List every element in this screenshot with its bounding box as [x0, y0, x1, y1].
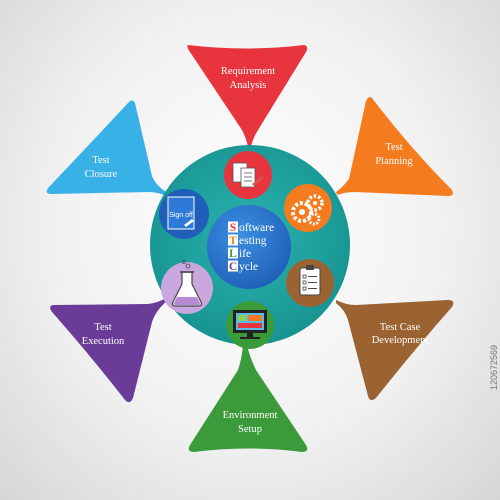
center-initial-3: L [229, 248, 237, 260]
phase-test-case-development: Test Case Development [336, 300, 454, 401]
label-requirement-analysis-2: Analysis [230, 80, 267, 91]
center-circle [207, 205, 291, 289]
petal-test-execution [50, 297, 169, 403]
node-environment-setup [226, 301, 274, 349]
sign-off-document-icon: Sign off [167, 196, 195, 230]
label-test-closure-2: Closure [85, 169, 118, 180]
center-word-2: esting [239, 235, 267, 247]
phase-environment-setup: Environment Setup [188, 345, 308, 452]
lab-flask-icon [171, 260, 203, 307]
documents-icon [232, 162, 264, 188]
center-initial-4: C [229, 261, 237, 273]
initial-box-2 [228, 234, 238, 246]
label-test-case-development-2: Development [372, 335, 429, 346]
label-test-planning-2: Planning [375, 156, 413, 167]
node-test-closure: Sign off [159, 189, 209, 239]
node-requirement-analysis [224, 151, 272, 199]
label-environment-setup-1: Environment [223, 410, 278, 421]
initial-box-3 [228, 247, 238, 259]
phase-requirement-analysis: Requirement Analysis [187, 45, 308, 146]
node-test-case-development [286, 259, 334, 307]
label-test-case-development-1: Test Case [380, 322, 421, 333]
label-test-execution-2: Execution [82, 336, 125, 347]
label-test-execution-1: Test [94, 322, 111, 333]
node-test-execution [161, 260, 213, 314]
label-test-closure-1: Test [92, 155, 109, 166]
label-test-planning-1: Test [385, 142, 402, 153]
center-initial-2: T [229, 235, 237, 247]
petal-test-closure [46, 100, 168, 196]
center-word-4: ycle [239, 261, 258, 273]
petal-test-case-development [336, 300, 454, 401]
center-word-1: oftware [239, 222, 274, 234]
center-initial-1: S [230, 222, 236, 234]
watermark-text: 120672569 [489, 344, 499, 390]
label-requirement-analysis-1: Requirement [221, 66, 275, 77]
sign-off-label: Sign off [169, 212, 193, 219]
center-word-3: ife [239, 248, 251, 260]
node-test-planning [284, 184, 332, 232]
gears-icon [291, 194, 324, 226]
stock-id-watermark: 120672569 [488, 270, 499, 390]
petal-test-planning [336, 97, 453, 196]
label-environment-setup-2: Setup [238, 424, 262, 435]
initial-box-4 [228, 260, 238, 272]
phase-test-planning: Test Planning [336, 97, 453, 196]
phase-test-execution: Test Execution [50, 297, 169, 403]
monitor-icon [233, 310, 267, 339]
petal-environment-setup [188, 345, 308, 452]
initial-box-1 [228, 221, 238, 233]
clipboard-checklist-icon [299, 265, 321, 296]
petal-requirement-analysis [187, 45, 308, 146]
phase-test-closure: Test Closure [46, 100, 168, 196]
